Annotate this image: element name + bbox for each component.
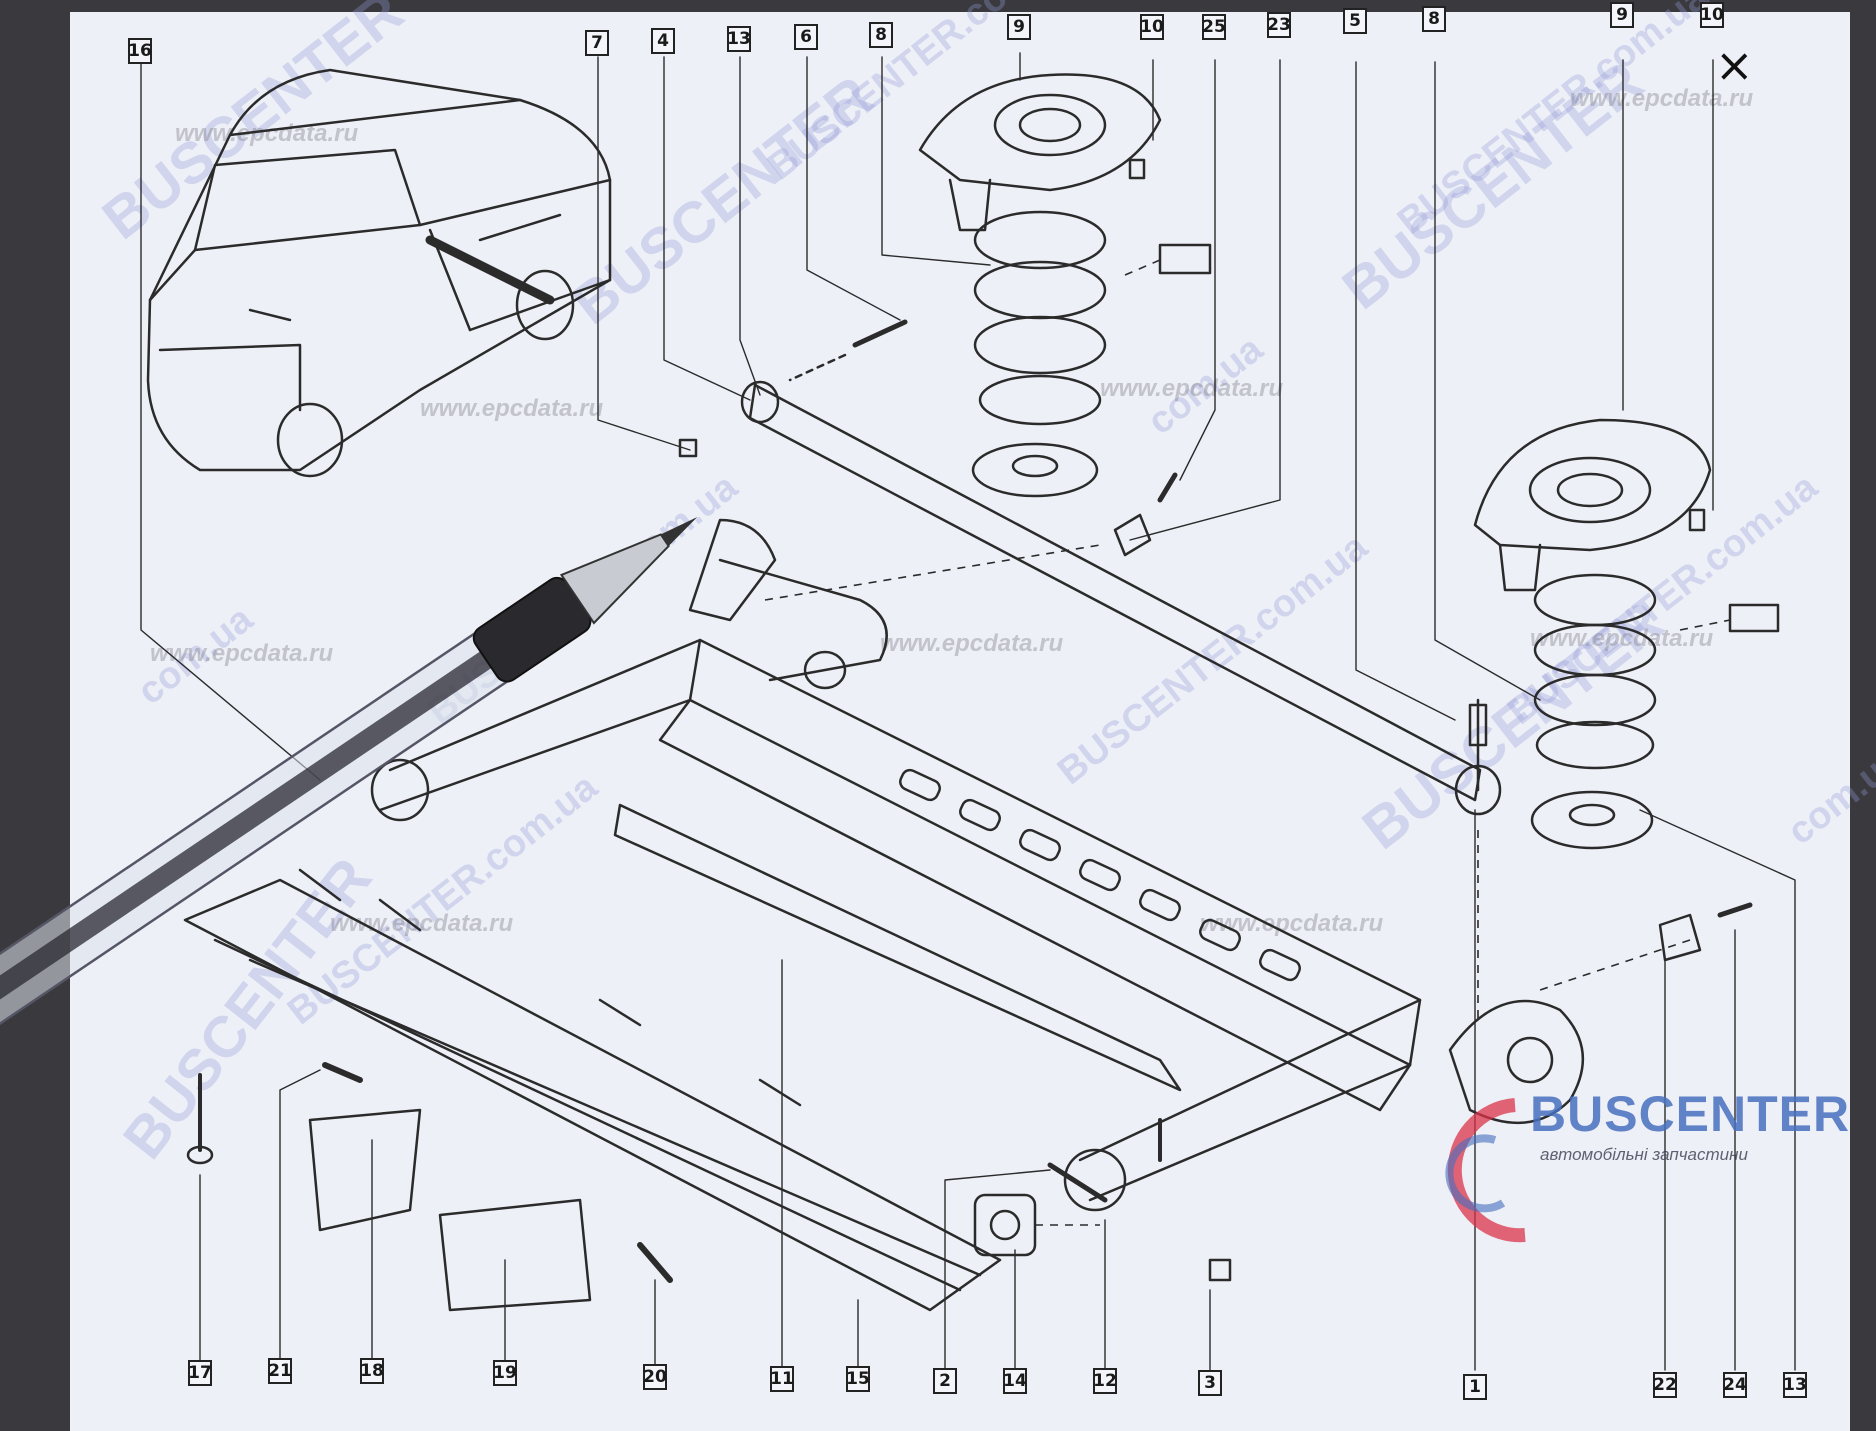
- callout-15: 15: [846, 1366, 870, 1392]
- callout-6: 6: [794, 24, 818, 50]
- watermark-epcdata: www.epcdata.ru: [1100, 375, 1284, 402]
- callout-17: 17: [188, 1360, 212, 1386]
- lower-shield: [183, 868, 1002, 1312]
- close-icon[interactable]: ×: [1715, 38, 1754, 92]
- watermark-epcdata: www.epcdata.ru: [420, 395, 604, 422]
- watermark-epcdata: www.epcdata.ru: [175, 120, 359, 147]
- callout-9: 9: [1610, 2, 1634, 28]
- watermark-epcdata: www.epcdata.ru: [1200, 910, 1384, 937]
- callout-23: 23: [1267, 12, 1291, 38]
- callout-16: 16: [128, 38, 152, 64]
- watermark-epcdata: www.epcdata.ru: [880, 630, 1064, 657]
- callout-24: 24: [1723, 1372, 1747, 1398]
- dashed-assembly-lines: [764, 259, 1731, 1226]
- callout-11: 11: [770, 1366, 794, 1392]
- van-illustration: [146, 68, 612, 478]
- callout-25: 25: [1202, 14, 1226, 40]
- logo-title: BUSCENTER: [1530, 1086, 1851, 1142]
- callout-14: 14: [1003, 1368, 1027, 1394]
- callout-5: 5: [1343, 8, 1367, 34]
- beam-slots: [899, 768, 1301, 982]
- buscenter-logo: BUSCENTER автомобільні запчастини: [1385, 1085, 1849, 1255]
- callout-12: 12: [1093, 1368, 1117, 1394]
- top-mount-1: [918, 73, 1162, 232]
- watermark-epcdata: www.epcdata.ru: [1570, 85, 1754, 112]
- callout-2: 2: [933, 1368, 957, 1394]
- callout-20: 20: [643, 1364, 667, 1390]
- leader-lines: [140, 52, 1796, 1371]
- callout-3: 3: [1198, 1370, 1222, 1396]
- callout-10: 10: [1700, 2, 1724, 28]
- callout-1: 1: [1463, 1374, 1487, 1400]
- callout-7: 7: [585, 30, 609, 56]
- logo-subtitle: автомобільні запчастини: [1540, 1145, 1748, 1164]
- callout-13: 13: [727, 26, 751, 52]
- callout-13: 13: [1783, 1372, 1807, 1398]
- callout-22: 22: [1653, 1372, 1677, 1398]
- callout-4: 4: [651, 28, 675, 54]
- callout-18: 18: [360, 1358, 384, 1384]
- callout-8: 8: [1422, 6, 1446, 32]
- callout-10: 10: [1140, 14, 1164, 40]
- callout-8: 8: [869, 22, 893, 48]
- callout-9: 9: [1007, 14, 1031, 40]
- top-mount-2: [1473, 418, 1712, 592]
- rear-axle-beam: [370, 518, 1585, 1212]
- callout-19: 19: [493, 1360, 517, 1386]
- lateral-rod: [740, 380, 1502, 816]
- spring-1: [973, 210, 1107, 426]
- callout-21: 21: [268, 1358, 292, 1384]
- spring-2: [1533, 573, 1657, 770]
